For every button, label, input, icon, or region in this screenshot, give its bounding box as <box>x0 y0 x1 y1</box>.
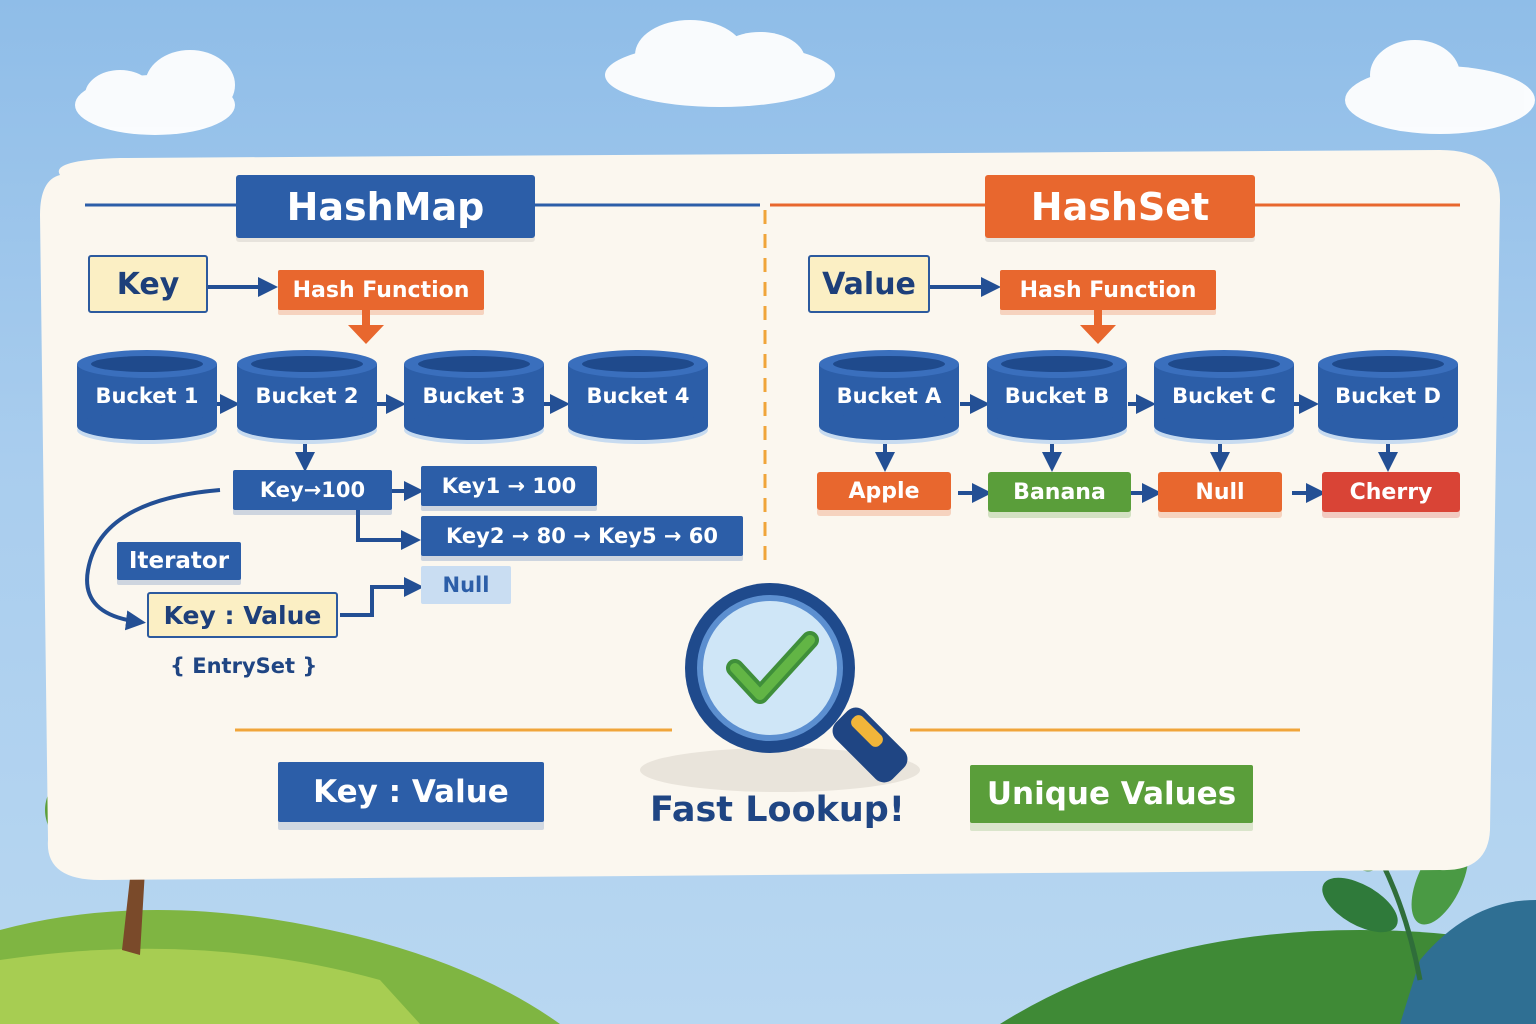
hashmap-title: HashMap <box>236 175 535 238</box>
key-value-entry: Key : Value <box>147 592 338 638</box>
bucket-b-label: Bucket B <box>1004 384 1110 408</box>
value-banana: Banana <box>988 472 1131 512</box>
value-null: Null <box>1158 472 1282 512</box>
bucket-cylinder <box>77 350 217 444</box>
bucket-cylinder <box>404 350 544 444</box>
bucket-1-label: Bucket 1 <box>95 384 199 408</box>
bucket-cylinder <box>819 350 959 444</box>
bucket-d-label: Bucket D <box>1335 384 1441 408</box>
iterator-label: Iterator <box>117 542 241 580</box>
bucket-2: Bucket 2 <box>235 348 379 448</box>
bucket-1: Bucket 1 <box>75 348 219 448</box>
value-cherry: Cherry <box>1322 472 1460 512</box>
bucket-cylinder <box>987 350 1127 444</box>
bucket-4: Bucket 4 <box>566 348 710 448</box>
entry-key1-100: Key1 → 100 <box>421 466 597 506</box>
hashset-hash-function: Hash Function <box>1000 270 1216 310</box>
bucket-cylinder <box>1154 350 1294 444</box>
value-apple: Apple <box>817 472 951 510</box>
hashmap-hash-function: Hash Function <box>278 270 484 310</box>
bucket-cylinder <box>1318 350 1458 444</box>
value-input-box: Value <box>808 255 930 313</box>
hashset-title: HashSet <box>985 175 1255 238</box>
clouds <box>75 20 1535 135</box>
key-input-box: Key <box>88 255 208 313</box>
hashset-footer: Unique Values <box>970 765 1253 823</box>
bucket-cylinder <box>237 350 377 444</box>
magnifier-checkmark-icon <box>640 583 920 792</box>
bucket-cylinder <box>568 350 708 444</box>
entry-null: Null <box>421 566 511 604</box>
bucket-d: Bucket D <box>1316 348 1460 448</box>
bucket-a-label: Bucket A <box>836 384 942 408</box>
bucket-c: Bucket C <box>1152 348 1296 448</box>
entry-key-100: Key→100 <box>233 470 392 510</box>
bucket-b: Bucket B <box>985 348 1129 448</box>
bucket-4-label: Bucket 4 <box>586 384 690 408</box>
entry-chain-key2-key5: Key2 → 80 → Key5 → 60 <box>421 516 743 556</box>
bucket-2-label: Bucket 2 <box>255 384 359 408</box>
bucket-3: Bucket 3 <box>402 348 546 448</box>
fast-lookup-caption: Fast Lookup! <box>650 790 905 830</box>
bucket-3-label: Bucket 3 <box>422 384 526 408</box>
bucket-c-label: Bucket C <box>1172 384 1276 408</box>
hashmap-footer: Key : Value <box>278 762 544 822</box>
entryset-label: { EntrySet } <box>170 654 318 678</box>
bucket-a: Bucket A <box>817 348 961 448</box>
